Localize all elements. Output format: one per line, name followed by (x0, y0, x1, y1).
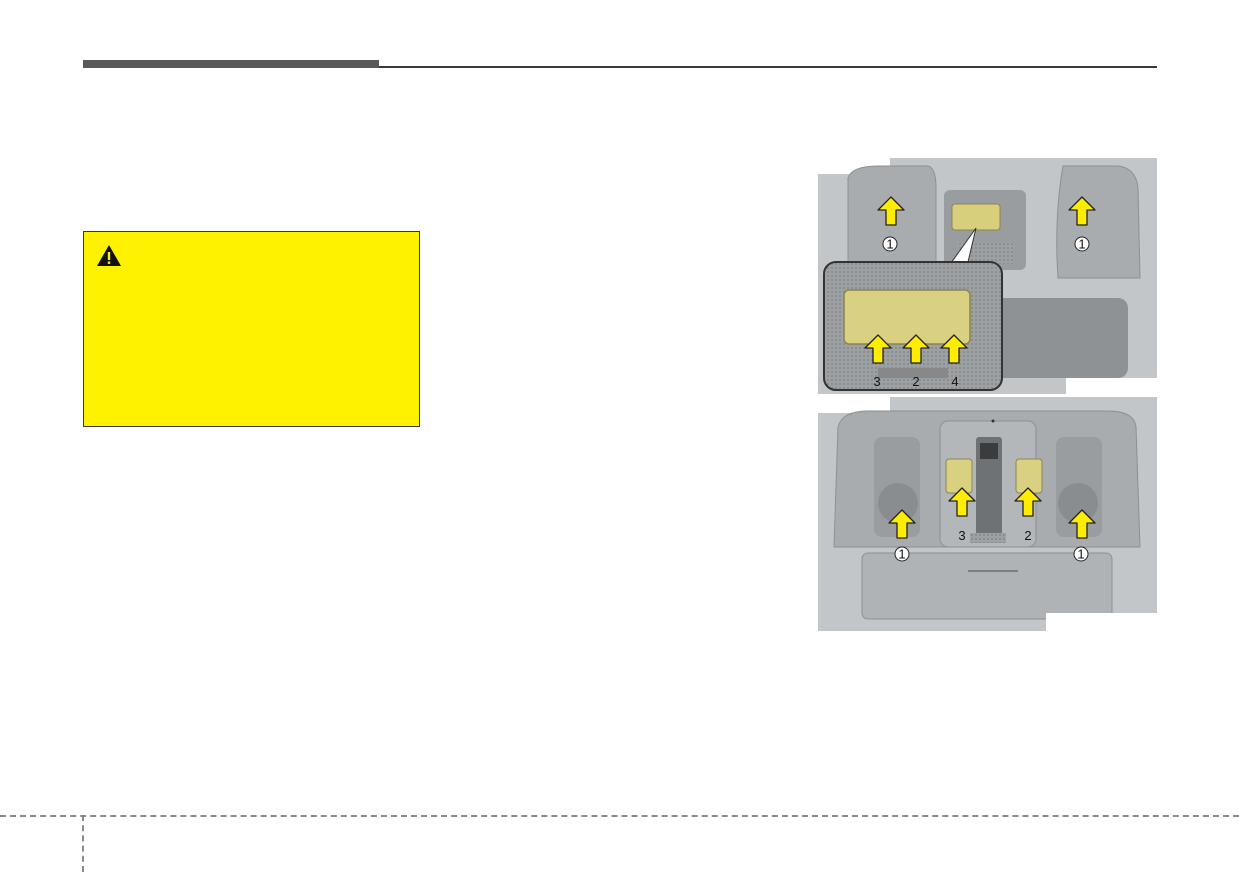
header-rule (379, 66, 1157, 68)
callout-right-switch: 2 (1024, 528, 1031, 543)
callout-right-lamp: 1 (1078, 237, 1085, 252)
callout-on-button: 2 (912, 374, 919, 389)
callout-left-lamp: 1 (898, 547, 905, 562)
header-accent-bar (83, 60, 379, 68)
footer-dashed-rule (0, 815, 1239, 817)
callout-left-switch: 3 (958, 528, 965, 543)
warning-triangle-icon (97, 245, 121, 266)
overhead-console-figure-top: 1 1 3 2 4 (818, 158, 1157, 394)
overhead-console-figure-bottom: 1 1 3 2 (818, 397, 1157, 631)
callout-off-button: 4 (951, 374, 958, 389)
callout-door-button: 3 (873, 374, 880, 389)
callout-right-lamp: 1 (1077, 547, 1084, 562)
caution-box (83, 231, 420, 427)
footer-dashed-divider (82, 815, 84, 872)
callout-left-lamp: 1 (886, 237, 893, 252)
